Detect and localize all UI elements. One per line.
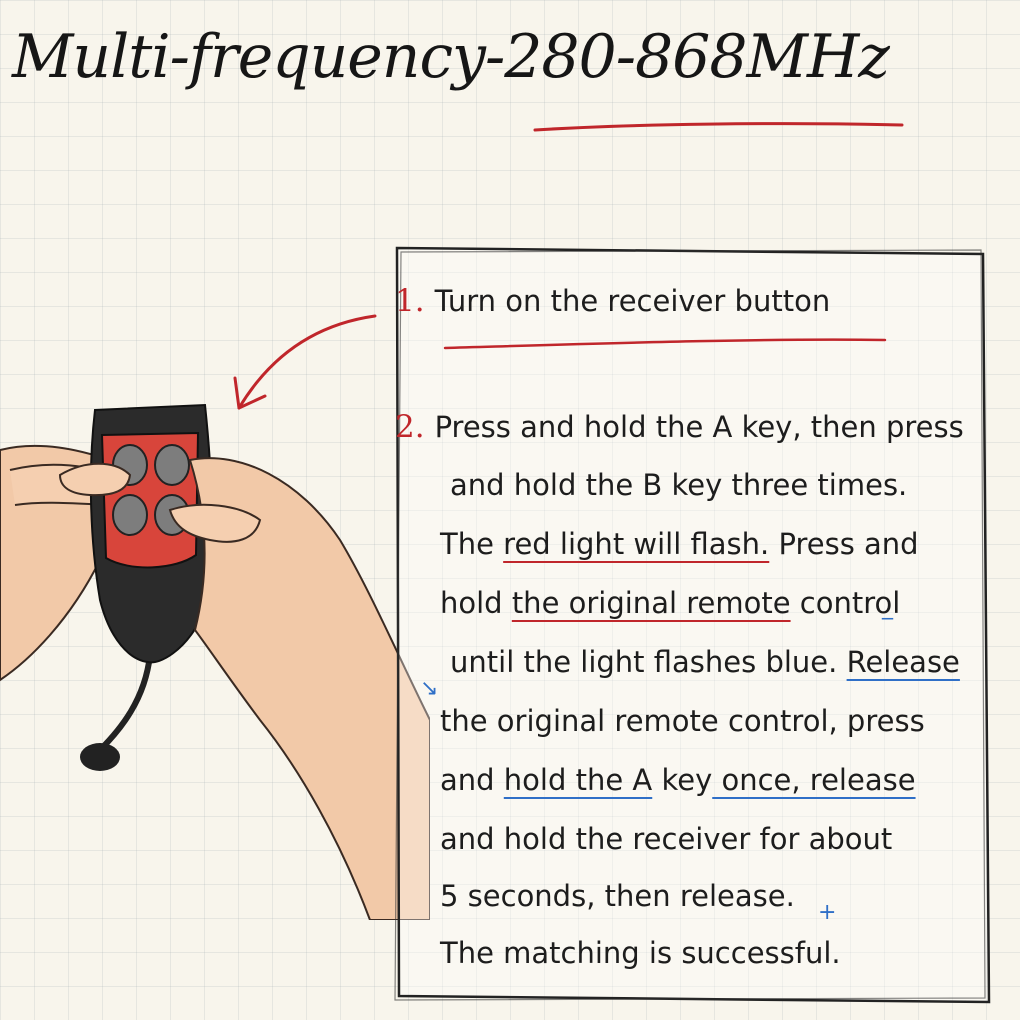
- hold-a-phrase: hold the A: [503, 763, 653, 797]
- remote-cord: [97, 654, 153, 753]
- release-phrase: Release: [846, 645, 960, 679]
- remote-illustration: [0, 403, 430, 920]
- step-one-underline: [443, 338, 887, 350]
- page-title: Multi-frequency-280-868MHz: [12, 22, 890, 92]
- step-two-number-row: 2. Press and hold the A key, then press: [395, 398, 964, 456]
- step-two-line-5: until the light flashes blue. Release: [450, 645, 960, 679]
- step-one-number: 1.: [395, 283, 425, 319]
- step-two-line-8: and hold the receiver for about: [440, 822, 893, 856]
- title-underline: [533, 122, 904, 132]
- once-release-phrase: once, release: [712, 763, 916, 797]
- blue-arrow-mark: ↘: [420, 676, 439, 701]
- step-two-line-9: 5 seconds, then release.: [440, 879, 795, 913]
- step-two-number: 2.: [395, 409, 425, 445]
- step-two-line-4: hold the original remote control: [440, 586, 901, 620]
- remote-button-c: [112, 494, 148, 536]
- step-two-line-1: Press and hold the A key, then press: [434, 410, 964, 444]
- step-two-line-6: the original remote control, press: [440, 704, 925, 738]
- step-two-line-7: and hold the A key once, release: [440, 763, 916, 797]
- step-two-line-3: The red light will flash. Press and: [440, 527, 919, 561]
- right-hand: [188, 457, 430, 920]
- pointer-arrow: [233, 314, 377, 410]
- remote-cord-tip: [80, 743, 120, 771]
- step-two-line-10: The matching is successful.: [440, 936, 841, 970]
- original-remote-phrase: the original remote: [511, 586, 791, 620]
- red-light-phrase: red light will flash.: [503, 527, 770, 561]
- instruction-box: [394, 246, 991, 1004]
- step-one-text: Turn on the receiver button: [434, 284, 831, 318]
- blue-plus-mark: +: [818, 900, 837, 925]
- step-two-line-2: and hold the B key three times.: [450, 468, 908, 502]
- step-one: 1. Turn on the receiver button: [395, 272, 830, 330]
- blue-dash-mark: ‾: [882, 616, 893, 641]
- remote-button-b: [154, 444, 190, 486]
